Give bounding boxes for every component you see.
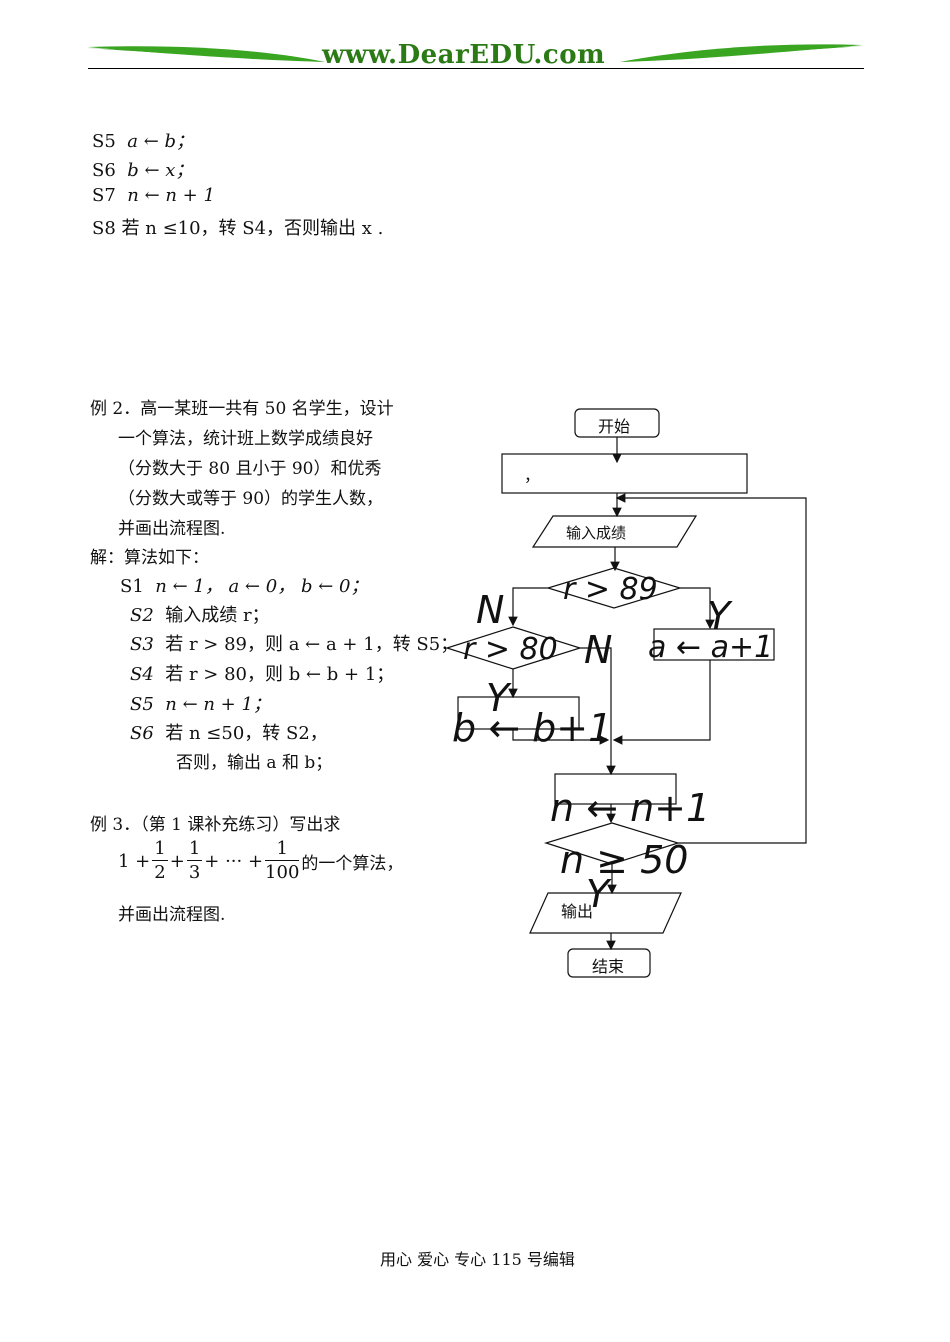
solution-label: 解：算法如下：: [90, 548, 209, 568]
header-swoosh-icon: [87, 44, 863, 62]
flow-arrow: [680, 587, 715, 630]
flow-init-label: ，: [524, 466, 541, 485]
flow-assign-a-box: [653, 628, 775, 661]
flow-arrow: [612, 660, 711, 745]
example2-line: （分数大于 80 且小于 90）和优秀: [118, 459, 382, 479]
algo-step-s1: S1 n ← 1， a ← 0， b ← 0；: [120, 576, 369, 597]
prev-step-s8: S8 若 n ≤10，转 S4，否则输出 x .: [92, 218, 384, 239]
flow-input-label: 输入成绩: [566, 524, 627, 542]
flow-output-label: 输出: [561, 902, 594, 921]
algo-else-line: 否则，输出 a 和 b；: [176, 753, 333, 773]
algo-step-s4: S4 若 r > 80，则 b ← b + 1；: [130, 664, 395, 685]
site-logo: www.DearEDU.com: [322, 40, 606, 70]
flow-assign-n-label: n ← n+1: [550, 786, 711, 830]
flow-label-n2: N: [584, 628, 613, 672]
flow-label-y2: Y: [486, 676, 510, 720]
prev-step-s5: S5 a ← b；: [92, 131, 195, 152]
flow-init-box: [501, 453, 748, 494]
flow-assign-n-box: [554, 773, 677, 805]
example2-line: 例 2．高一某班一共有 50 名学生，设计: [90, 399, 394, 419]
example2-line: 并画出流程图.: [118, 519, 226, 539]
prev-step-s6: S6 b ← x；: [92, 160, 194, 181]
flow-cond1-diamond: [545, 567, 683, 609]
flow-input-box: [531, 515, 698, 548]
flow-arrow: [508, 587, 548, 627]
flow-end-box: [567, 948, 651, 978]
flow-cond3-label: n ≥ 50: [560, 838, 689, 882]
example3-last-line: 并画出流程图.: [118, 905, 226, 925]
flow-arrow: [580, 647, 612, 740]
prev-step-s7: S7 n ← n + 1: [92, 185, 215, 206]
algo-step-s5: S5 n ← n + 1；: [130, 694, 271, 715]
example3-title: 例 3．（第 1 课补充练习）写出求: [90, 815, 341, 835]
footer-text: 用心 爱心 专心 115 号编辑: [380, 1250, 575, 1269]
algo-step-s6: S6 若 n ≤50，转 S2，: [130, 723, 328, 744]
example2-line: 一个算法，统计班上数学成绩良好: [118, 429, 373, 449]
flow-label-n1: N: [476, 588, 505, 632]
header-rule: [88, 68, 864, 69]
flow-assign-a-label: a ← a+1: [648, 630, 774, 665]
algo-step-s3: S3 若 r > 89，则 a ← a + 1，转 S5；: [130, 634, 459, 655]
flow-loop-arrow: [615, 493, 807, 844]
flow-output-box: [529, 892, 682, 934]
example2-line: （分数大或等于 90）的学生人数，: [118, 489, 384, 509]
flow-cond2-label: r > 80: [463, 632, 558, 667]
algo-step-s2: S2 输入成绩 r；: [130, 605, 270, 626]
flow-arrow: [512, 729, 610, 745]
flow-cond1-label: r > 89: [563, 572, 658, 607]
flow-label-y3: Y: [586, 872, 610, 916]
flow-label-y1: Y: [707, 594, 731, 638]
flow-assign-b-label: b ← b+1: [452, 706, 613, 750]
flow-start-label: 开始: [598, 417, 631, 436]
flow-end-label: 结束: [592, 957, 625, 976]
flow-assign-b-box: [457, 696, 580, 730]
